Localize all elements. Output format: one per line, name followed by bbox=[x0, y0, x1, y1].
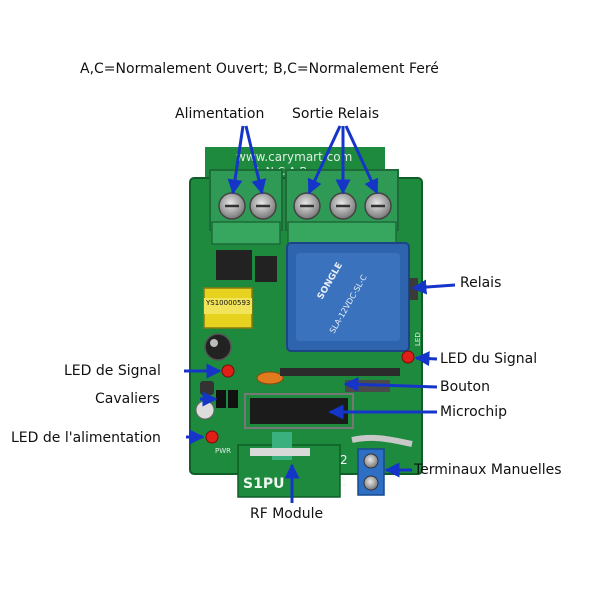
transformer: YS10000593 bbox=[203, 287, 253, 329]
manual-terminal-block bbox=[357, 448, 385, 496]
signal-led-right bbox=[401, 350, 415, 364]
pin-1-mark: 1 bbox=[340, 475, 348, 489]
label-bouton: Bouton bbox=[440, 379, 490, 395]
antenna-wire bbox=[351, 434, 413, 447]
pin-2-mark: 2 bbox=[340, 453, 348, 467]
capacitor-block bbox=[216, 250, 252, 280]
jumpers bbox=[216, 390, 238, 408]
pointer-arrows bbox=[184, 125, 456, 503]
caption: A,C=Normalement Ouvert; B,C=Normalement … bbox=[80, 61, 439, 77]
label-relais: Relais bbox=[460, 275, 502, 291]
terminal-screws bbox=[218, 192, 392, 220]
rf-module-name: S1PU bbox=[243, 476, 284, 492]
label-microchip: Microchip bbox=[440, 404, 508, 420]
label-cavaliers: Cavaliers bbox=[95, 391, 160, 407]
capacitor-top bbox=[210, 339, 218, 347]
label-led-du-signal: LED du Signal bbox=[440, 351, 538, 367]
button-battery bbox=[195, 400, 215, 420]
label-alimentation: Alimentation bbox=[175, 106, 265, 122]
label-rf-module: RF Module bbox=[250, 506, 324, 522]
label-sortie-relais: Sortie Relais bbox=[292, 106, 380, 122]
bridge-rectifier bbox=[255, 256, 277, 282]
label-led-de-signal: LED de Signal bbox=[64, 363, 161, 379]
transistor bbox=[200, 381, 214, 395]
relay: SONGLE SLA-12VDC-SL-C bbox=[286, 242, 410, 352]
label-terminaux-manuelles: Terminaux Manuelles bbox=[414, 462, 562, 478]
transformer-label: YS10000593 bbox=[205, 299, 250, 307]
pcb-led-mark: LED bbox=[414, 332, 422, 346]
signal-led-left bbox=[221, 364, 235, 378]
label-led-alimentation: LED de l'alimentation bbox=[11, 430, 161, 446]
power-led bbox=[205, 430, 219, 444]
ceramic-capacitor bbox=[256, 371, 284, 385]
electrolytic-capacitor bbox=[204, 333, 232, 361]
pcb-pwr-mark: PWR bbox=[215, 447, 231, 455]
